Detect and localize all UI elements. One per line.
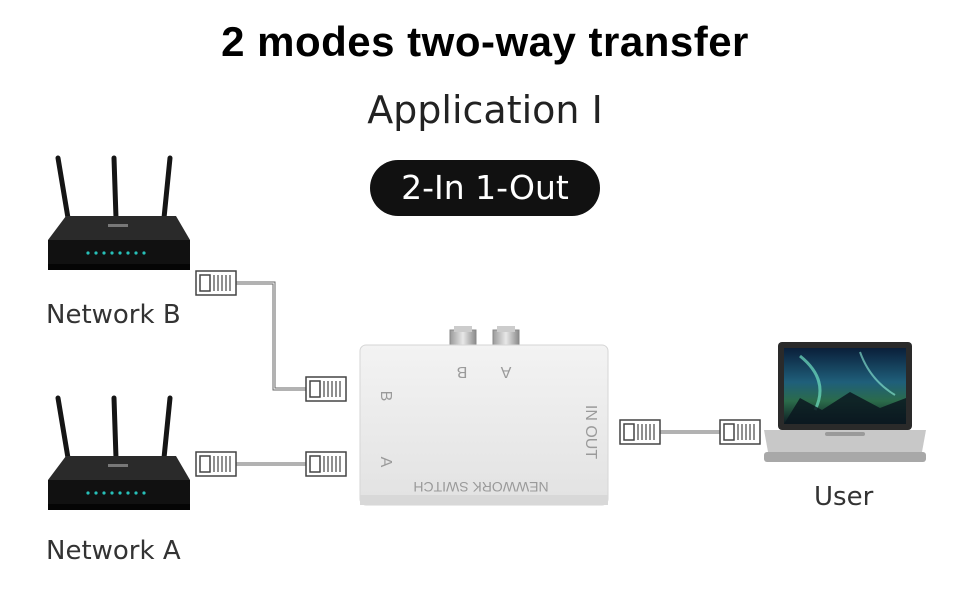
network-a-label: Network A xyxy=(46,536,181,566)
page-title: 2 modes two-way transfer xyxy=(221,18,749,65)
switch-out-port-label: IN OUT xyxy=(582,405,599,459)
network-b-label: Network B xyxy=(46,300,181,330)
ethernet-cable-inner xyxy=(236,282,722,465)
laptop-icon xyxy=(764,342,926,462)
user-label: User xyxy=(814,482,874,512)
switch-knob-b-label: B xyxy=(457,363,468,380)
switch-knob-a-label: A xyxy=(500,363,511,380)
switch-body-label: NEWWORK SWITCH xyxy=(413,479,548,495)
router-icon xyxy=(48,158,190,270)
network-switch xyxy=(359,326,609,506)
switch-port-a-label: A xyxy=(377,457,394,468)
router-icon xyxy=(48,398,190,510)
page-subtitle: Application I xyxy=(367,88,603,132)
mode-badge: 2-In 1-Out xyxy=(370,160,600,216)
switch-port-b-label: B xyxy=(377,391,394,402)
